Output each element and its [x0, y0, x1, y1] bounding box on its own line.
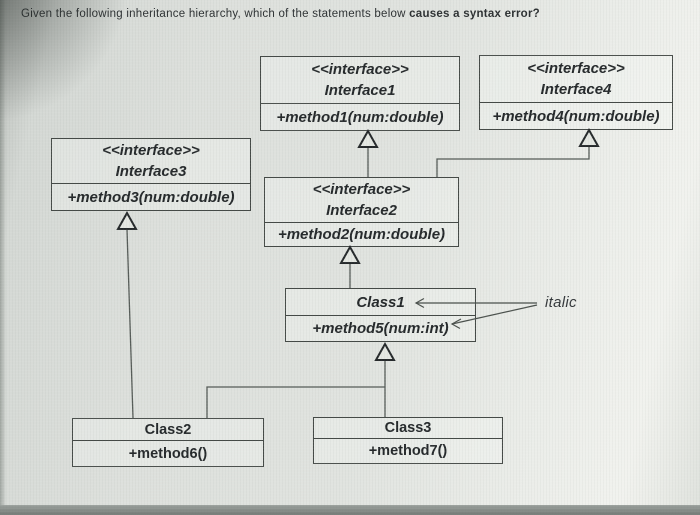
uml-node-class3: Class3 +method7(): [313, 417, 503, 464]
class2-name: Class2: [144, 421, 192, 438]
uml-node-interface2: <<interface>> Interface2 +method2(num:do…: [264, 177, 459, 247]
interface2-method: +method2(num:double): [277, 226, 446, 243]
interface2-stereotype: <<interface>>: [312, 181, 411, 198]
interface3-stereotype: <<interface>>: [102, 142, 200, 159]
class2-method: +method6(): [128, 445, 208, 462]
interface1-name-compartment: <<interface>> Interface1: [261, 57, 459, 104]
question-text: Given the following inheritance hierarch…: [21, 8, 581, 20]
class2-name-compartment: Class2: [73, 419, 263, 441]
interface4-stereotype: <<interface>>: [527, 60, 625, 77]
interface3-name: Interface3: [115, 163, 187, 180]
generalization-triangle-icon: [374, 341, 396, 361]
generalization-triangle-icon: [339, 244, 361, 264]
uml-node-interface4: <<interface>> Interface4 +method4(num:do…: [479, 55, 673, 130]
uml-node-interface3: <<interface>> Interface3 +method3(num:do…: [51, 138, 251, 211]
interface2-name-compartment: <<interface>> Interface2: [265, 178, 458, 223]
question-text-bold: causes a syntax error?: [409, 8, 540, 20]
class3-name: Class3: [384, 420, 432, 436]
interface4-name: Interface4: [540, 81, 612, 98]
interface3-name-compartment: <<interface>> Interface3: [52, 139, 250, 184]
uml-node-class1: Class1 +method5(num:int): [285, 288, 476, 342]
edge-class2-to-class1: [206, 386, 385, 418]
interface1-name: Interface1: [324, 82, 396, 99]
class3-method: +method7(): [368, 443, 448, 459]
uml-node-interface1: <<interface>> Interface1 +method1(num:do…: [260, 56, 460, 131]
class1-name: Class1: [356, 293, 405, 311]
interface4-name-compartment: <<interface>> Interface4: [480, 56, 672, 103]
generalization-triangle-icon: [116, 210, 138, 230]
interface2-name: Interface2: [326, 202, 397, 219]
interface3-method: +method3(num:double): [67, 188, 235, 206]
interface4-method: +method4(num:double): [492, 107, 660, 125]
photo-bottom-edge: [0, 505, 700, 515]
uml-node-class2: Class2 +method6(): [72, 418, 264, 467]
class1-name-compartment: Class1: [286, 289, 475, 316]
class3-name-compartment: Class3: [314, 418, 502, 439]
generalization-triangle-icon: [578, 127, 600, 147]
interface1-stereotype: <<interface>>: [311, 61, 409, 78]
photo-left-edge: [0, 0, 6, 515]
question-text-normal: Given the following inheritance hierarch…: [21, 8, 410, 20]
edge-interface2-to-interface4: [436, 146, 590, 177]
edge-class2-to-interface3: [126, 228, 134, 419]
generalization-triangle-icon: [357, 128, 379, 148]
interface1-method: +method1(num:double): [276, 108, 444, 126]
class1-method: +method5(num:int): [312, 320, 449, 337]
italic-annotation-label: italic: [545, 294, 577, 311]
